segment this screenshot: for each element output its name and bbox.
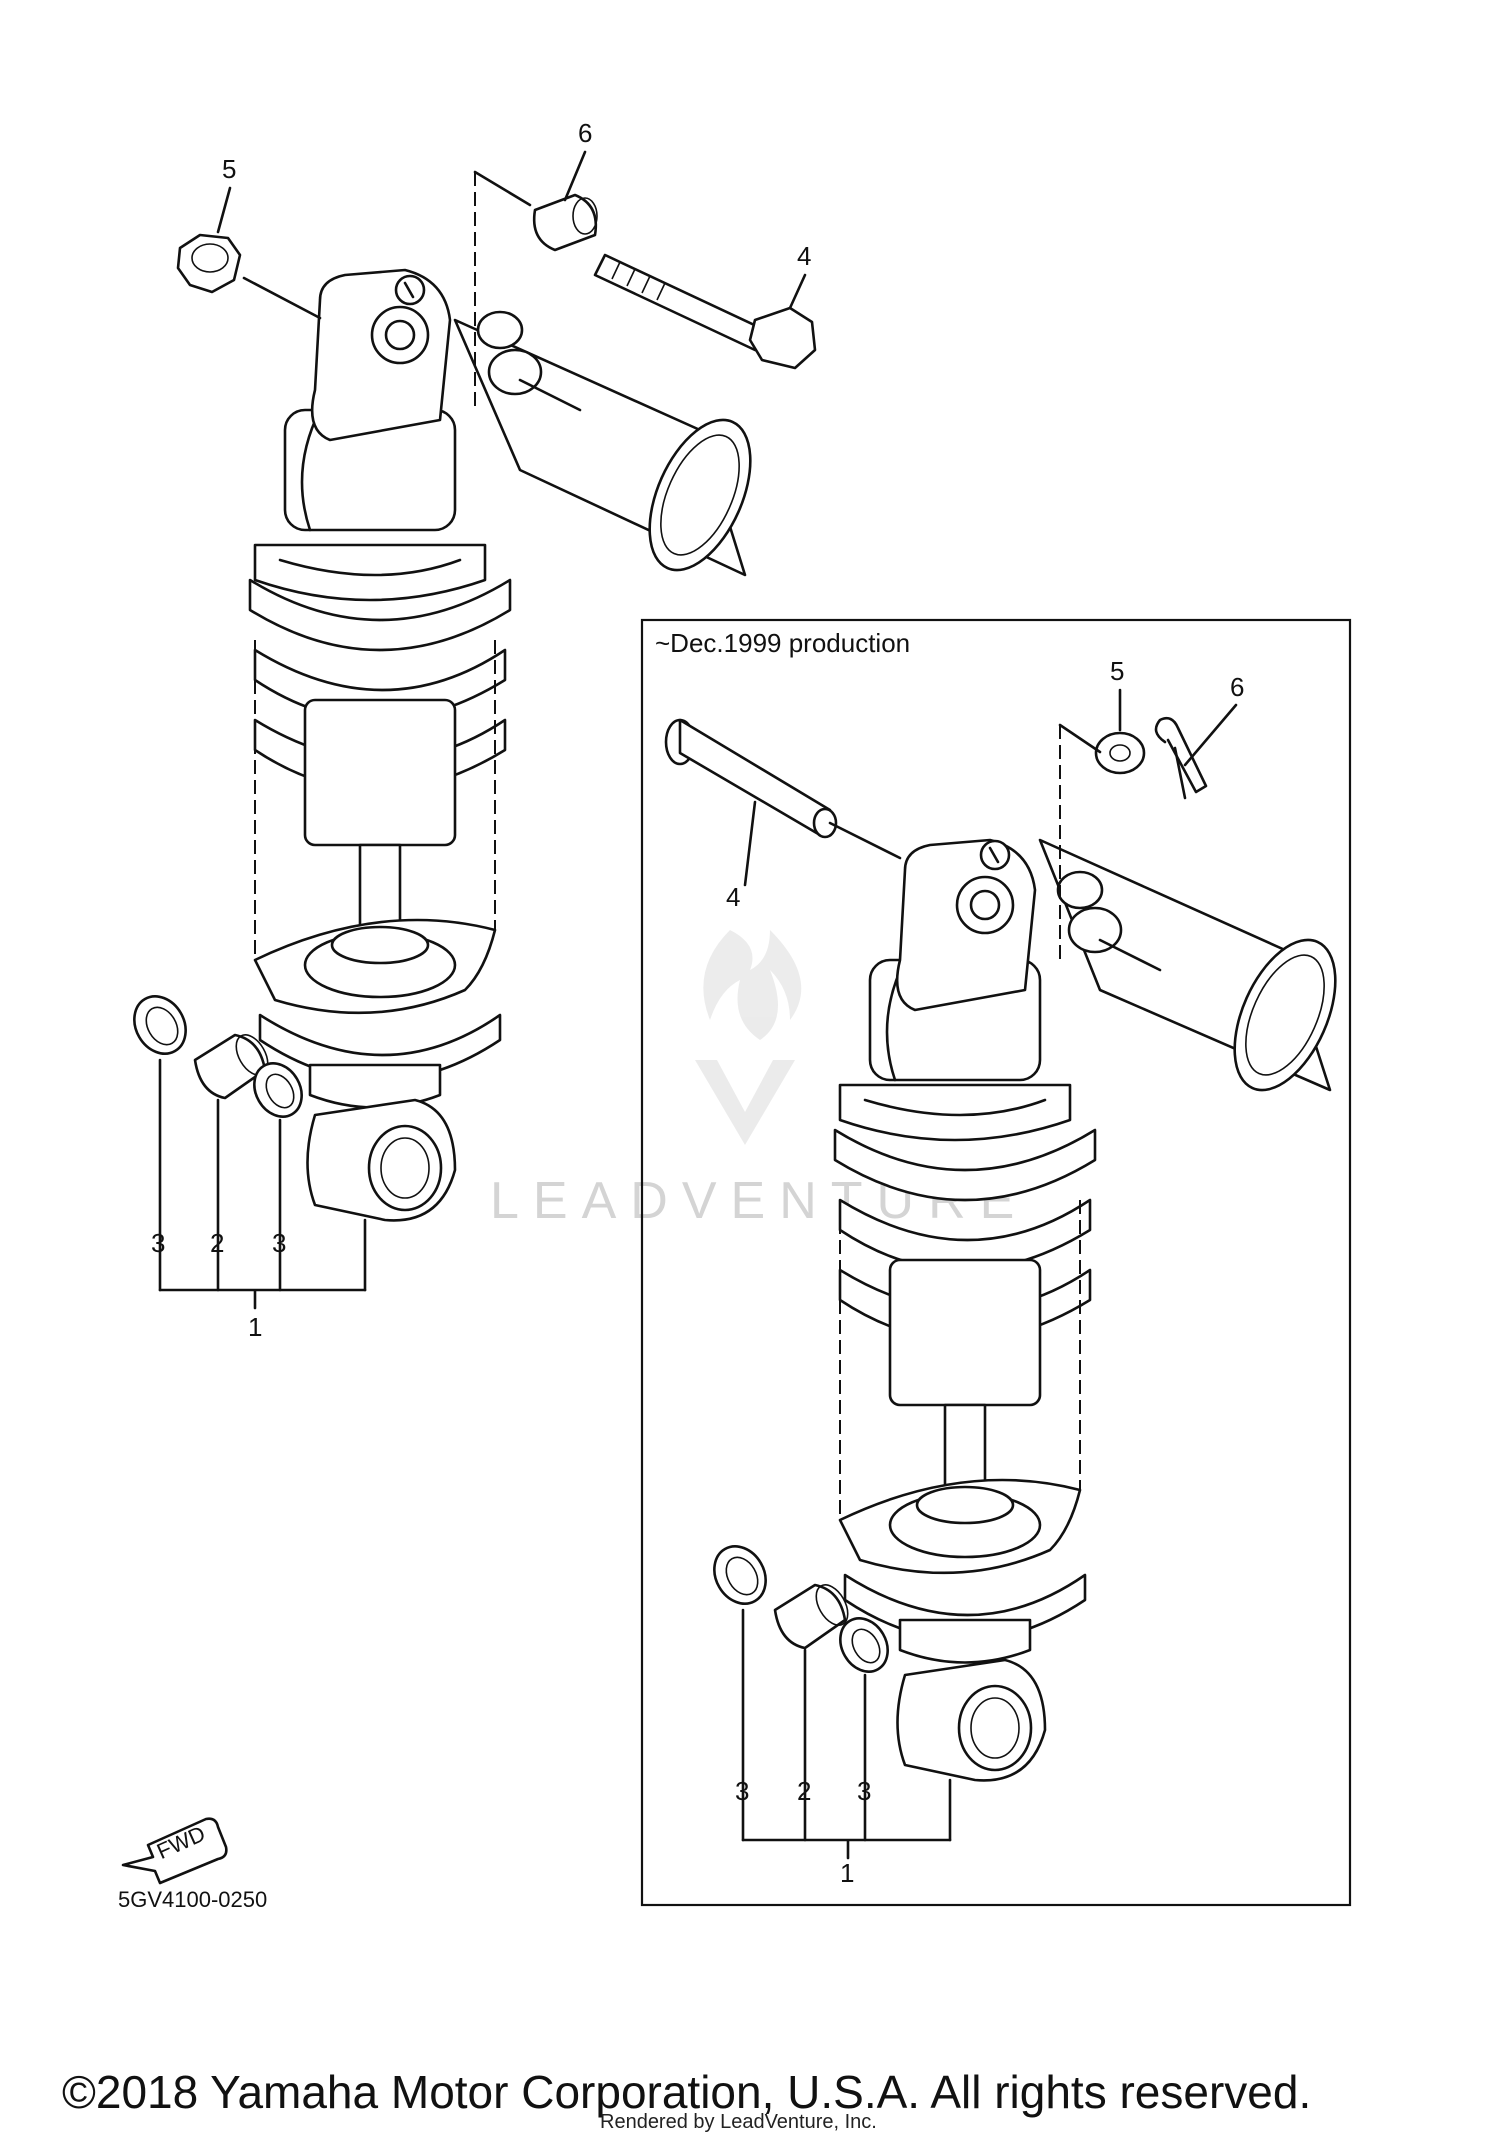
left-oil-seal-3b xyxy=(253,1062,303,1118)
inset-callout-5: 5 xyxy=(1110,656,1124,686)
inset-bearing-2 xyxy=(773,1583,849,1650)
left-assembly-bracket xyxy=(158,1058,367,1310)
left-callout-5: 5 xyxy=(222,154,236,184)
left-callout-2: 2 xyxy=(210,1228,224,1258)
inset-callout-6: 6 xyxy=(1230,672,1244,702)
inset-assembly-bracket xyxy=(741,1608,952,1860)
left-shock-absorber xyxy=(248,172,752,1222)
left-washer-5 xyxy=(176,233,322,320)
inset-pin-4 xyxy=(664,718,902,860)
inset-callout-3b: 3 xyxy=(857,1776,871,1806)
fwd-arrow-icon: FWD xyxy=(121,1817,228,1885)
inset-oil-seal-3b xyxy=(839,1617,889,1673)
left-callout-4: 4 xyxy=(797,241,811,271)
inset-callout-1: 1 xyxy=(840,1858,854,1888)
left-callout-3a: 3 xyxy=(151,1228,165,1258)
inset-shock-absorber xyxy=(833,725,1337,1782)
rendered-by: Rendered by LeadVenture, Inc. xyxy=(600,2111,877,2133)
left-bolt-4 xyxy=(593,253,817,370)
diagram-code: 5GV4100-0250 xyxy=(118,1887,267,1912)
inset-callout-2: 2 xyxy=(797,1776,811,1806)
inset-callout-3a: 3 xyxy=(735,1776,749,1806)
left-oil-seal-3a xyxy=(133,995,187,1055)
inset-callout-4: 4 xyxy=(726,882,740,912)
left-callout-6: 6 xyxy=(578,118,592,148)
left-callout-1: 1 xyxy=(248,1312,262,1342)
left-callout-3b: 3 xyxy=(272,1228,286,1258)
left-collar-6 xyxy=(473,170,598,252)
watermark-logo xyxy=(695,930,802,1145)
inset-cotter-pin-6 xyxy=(1154,716,1208,800)
inset-washer-5 xyxy=(1094,731,1146,775)
inset-title: ~Dec.1999 production xyxy=(655,628,910,658)
copyright-notice: ©2018 Yamaha Motor Corporation, U.S.A. A… xyxy=(62,2066,1311,2118)
inset-oil-seal-3a xyxy=(713,1545,767,1605)
inset-frame xyxy=(640,618,1352,1907)
left-bearing-2 xyxy=(193,1033,269,1100)
